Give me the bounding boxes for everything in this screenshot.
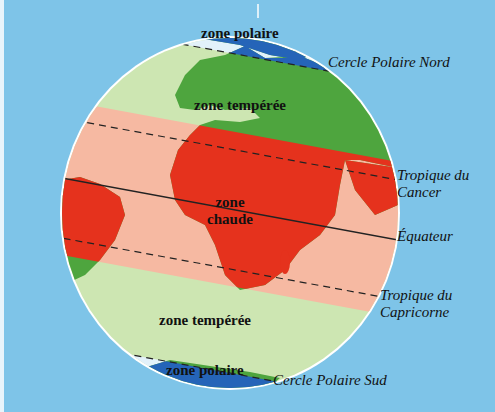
polar-zone-band: zone polaire [166,362,244,379]
temperate-zone-band: zone tempérée [194,97,286,114]
zone-name: zone polaire [166,362,244,379]
latitude-label: Équateur [397,228,487,245]
latitude-label: Cercle Polaire Nord [328,54,478,71]
latitude-label: Tropique du Capricorne [380,287,480,321]
zone-name: zone tempérée [159,312,251,329]
latitude-label: Cercle Polaire Sud [273,372,423,389]
latitude-label: Tropique du Cancer [397,167,479,201]
temperate-zone-band: zone tempérée [159,312,251,329]
zone-name: zone tempérée [194,97,286,114]
zone-name: zone polaire [201,25,279,42]
polar-zone-band: zone polaire [201,25,279,42]
hot-zone-band: zone chaude [205,194,255,228]
zone-name: zone chaude [205,194,255,228]
